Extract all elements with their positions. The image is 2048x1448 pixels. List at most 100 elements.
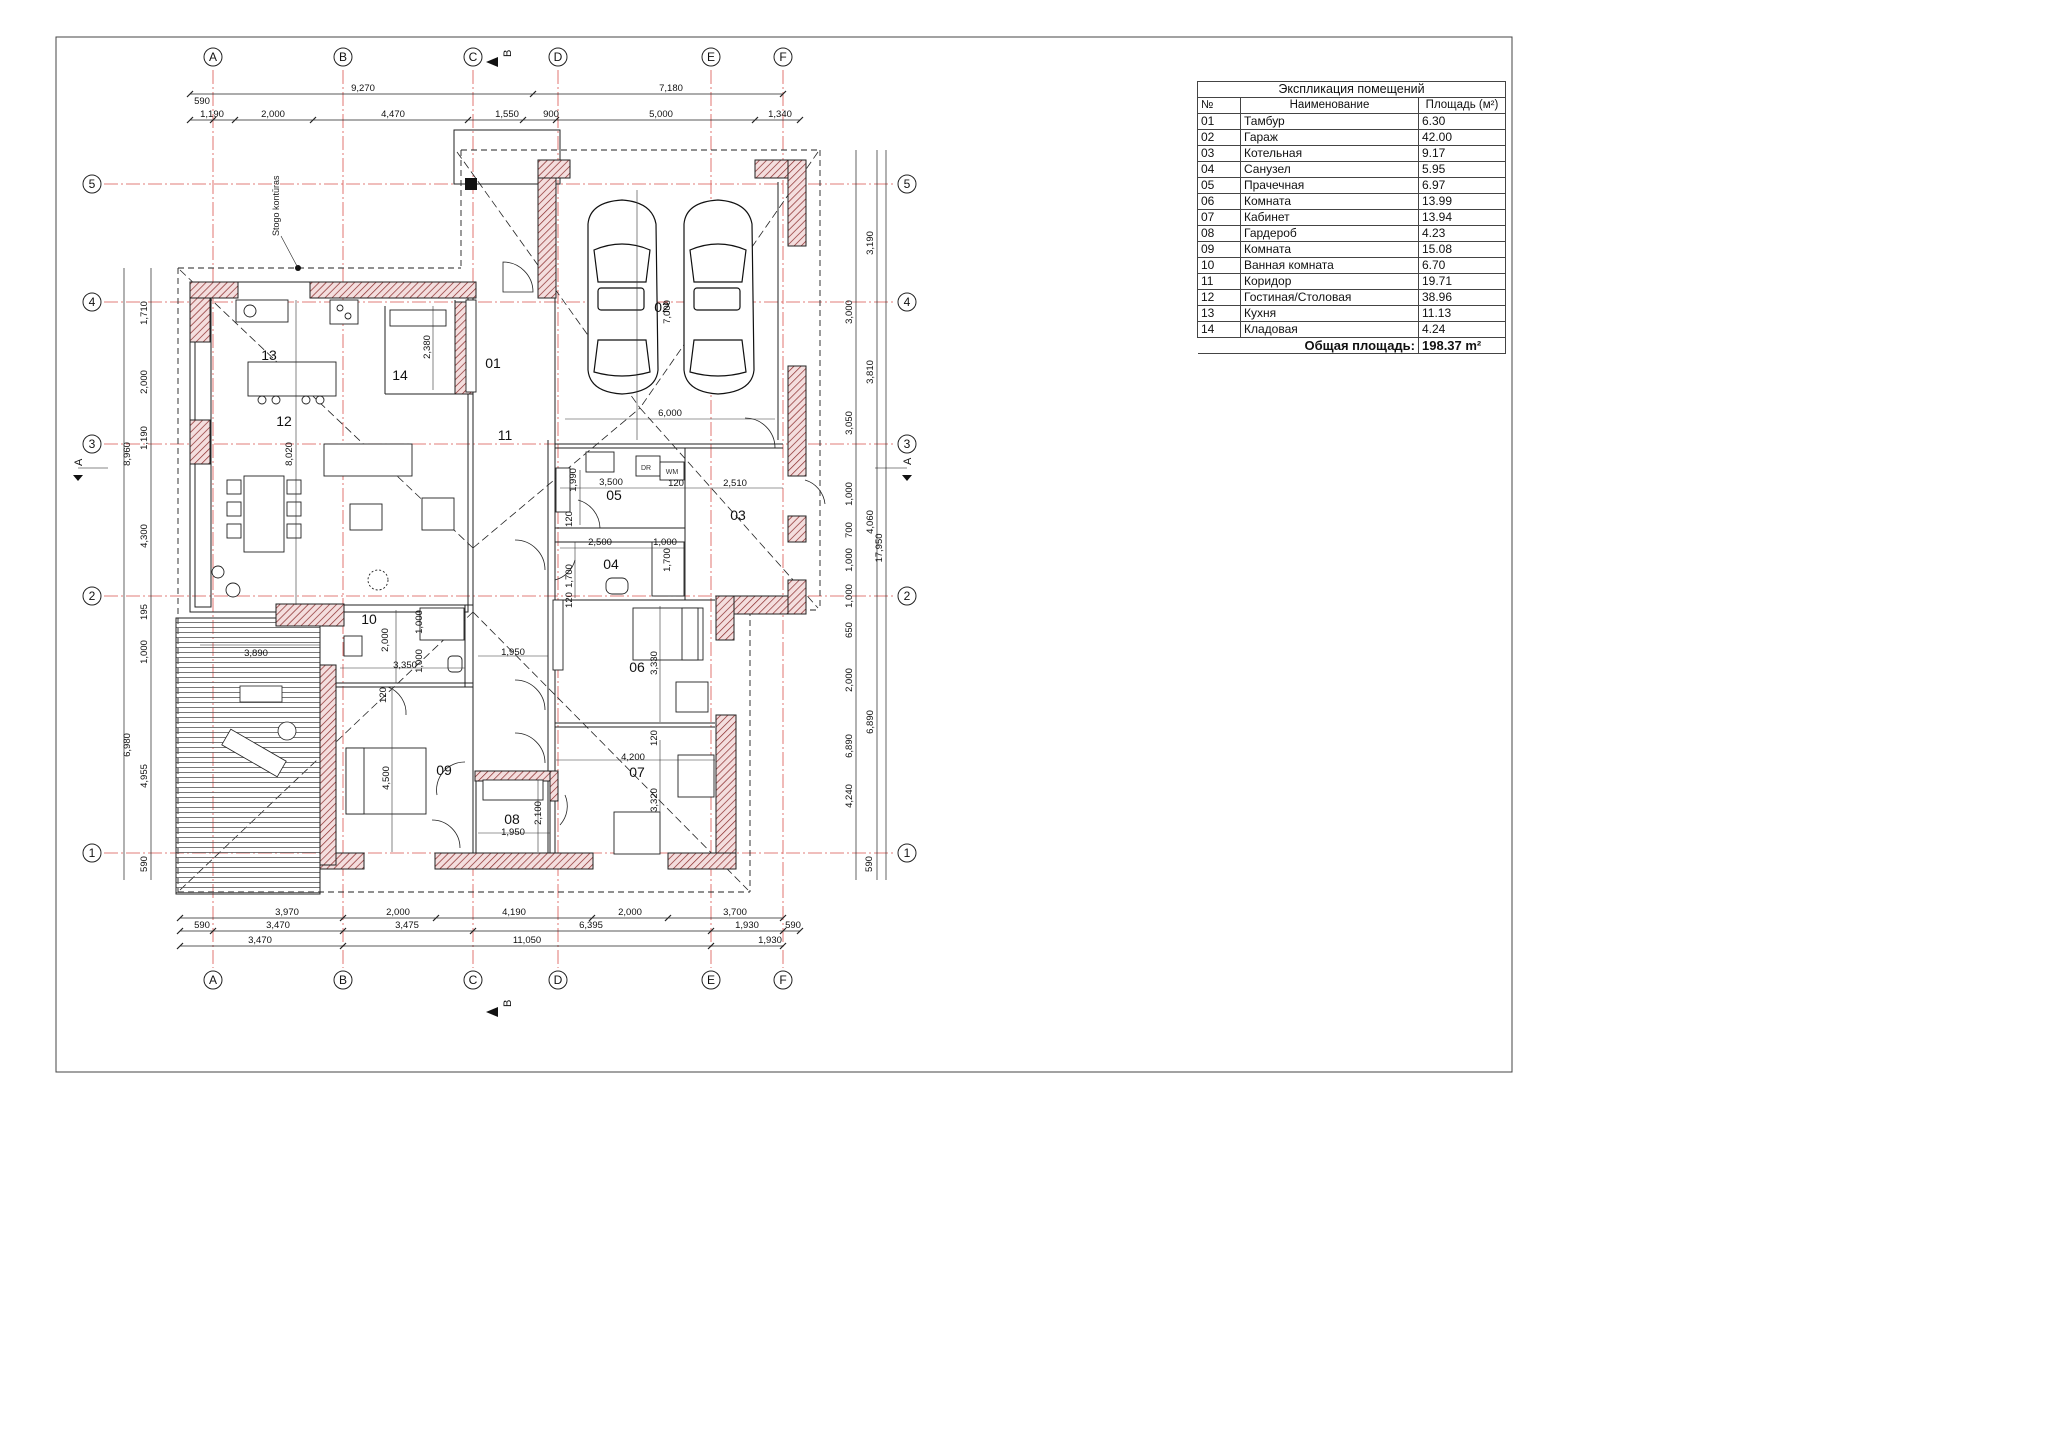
dim-06-height: 3,330 <box>649 651 660 675</box>
room-01-number: 01 <box>485 355 501 371</box>
explication-cell-num: 05 <box>1197 177 1241 194</box>
dim-10-c: 120 <box>378 687 389 703</box>
garage-cars <box>587 199 755 395</box>
dim-left-3: 1,190 <box>139 426 150 450</box>
explication-cell-num: 03 <box>1197 145 1241 162</box>
dim-garage-width: 6,000 <box>658 408 682 419</box>
explication-cell-name: Комната <box>1240 193 1419 210</box>
room-12-number: 12 <box>276 413 292 429</box>
axis-label-5-left: 5 <box>89 177 96 191</box>
explication-cell-area: 15.08 <box>1418 241 1506 258</box>
dim-05-height: 1,990 <box>568 468 579 492</box>
axis-label-d-top: D <box>554 50 563 64</box>
dim-right-1: 3,190 <box>865 231 876 255</box>
room-09-number: 09 <box>436 762 452 778</box>
axis-label-4-left: 4 <box>89 295 96 309</box>
roof-contour-label: Stogo kontūras <box>271 175 281 236</box>
dim-bottom-a4: 2,000 <box>618 907 642 918</box>
dim-right-4: 3,050 <box>844 411 855 435</box>
dim-bottom-b3: 6,395 <box>579 920 603 931</box>
explication-cell-area: 4.23 <box>1418 225 1506 242</box>
furniture <box>211 299 715 855</box>
explication-cell-area: 6.97 <box>1418 177 1506 194</box>
dim-top-1: 1,190 <box>200 109 224 120</box>
dim-right-11: 4,240 <box>844 784 855 808</box>
dim-right-3: 3,810 <box>865 360 876 384</box>
dim-10-height: 2,000 <box>380 628 391 652</box>
explication-cell-name: Ванная комната <box>1240 257 1419 274</box>
dim-right-2: 3,000 <box>844 300 855 324</box>
section-markers: B B A A <box>73 50 914 1017</box>
dim-bottom-b5: 590 <box>785 920 801 931</box>
bottom-dimensions: 3,970 2,000 4,190 2,000 3,700 590 3,470 … <box>194 907 801 946</box>
explication-cell-area: 38.96 <box>1418 289 1506 306</box>
explication-cell-area: 19.71 <box>1418 273 1506 290</box>
dim-top-0: 590 <box>194 96 210 107</box>
explication-cell-area: 6.30 <box>1418 113 1506 130</box>
dim-top-5: 900 <box>543 109 559 120</box>
dim-04-b: 1,000 <box>653 537 677 548</box>
room-14-number: 14 <box>392 367 408 383</box>
dim-07-height: 3,320 <box>649 788 660 812</box>
axis-label-4-right: 4 <box>904 295 911 309</box>
dim-corridor-1950: 1,950 <box>501 647 525 658</box>
dim-08-height: 2,100 <box>533 801 544 825</box>
dimension-lines <box>123 93 887 947</box>
explication-cell-num: 11 <box>1197 273 1241 290</box>
explication-cell-name: Котельная <box>1240 145 1419 162</box>
dim-top-6: 5,000 <box>649 109 673 120</box>
dim-top-overall-1: 9,270 <box>351 83 375 94</box>
room-06-number: 06 <box>629 659 645 675</box>
dim-bottom-a5: 3,700 <box>723 907 747 918</box>
dim-left-overall-2: 6,980 <box>122 733 133 757</box>
axis-label-d-bottom: D <box>554 973 563 987</box>
total-area-label: Общая площадь: <box>1197 337 1419 354</box>
dim-right-9: 650 <box>844 622 855 638</box>
room-05-number: 05 <box>606 487 622 503</box>
room-13-number: 13 <box>261 347 277 363</box>
axis-label-3-left: 3 <box>89 437 96 451</box>
explication-cell-num: 01 <box>1197 113 1241 130</box>
axis-label-2-right: 2 <box>904 589 911 603</box>
dim-09-height: 4,500 <box>381 766 392 790</box>
axis-label-1-left: 1 <box>89 846 96 860</box>
dim-garage-height: 7,000 <box>662 300 673 324</box>
room-04-number: 04 <box>603 556 619 572</box>
axis-label-e-bottom: E <box>707 973 715 987</box>
dim-10-width: 3,350 <box>393 660 417 671</box>
explication-cell-num: 06 <box>1197 193 1241 210</box>
dim-bottom-a3: 4,190 <box>502 907 526 918</box>
explication-cell-area: 13.99 <box>1418 193 1506 210</box>
masonry-walls <box>189 159 807 870</box>
explication-cell-name: Прачечная <box>1240 177 1419 194</box>
explication-title: Экспликация помещений <box>1197 81 1506 98</box>
explication-cell-area: 4.24 <box>1418 321 1506 338</box>
dim-top-3: 4,470 <box>381 109 405 120</box>
axis-label-a-bottom: A <box>209 973 217 987</box>
explication-cell-num: 02 <box>1197 129 1241 146</box>
dim-bottom-a1: 3,970 <box>275 907 299 918</box>
dim-03-width: 2,510 <box>723 478 747 489</box>
dimension-ticks <box>176 90 804 950</box>
room-10-number: 10 <box>361 611 377 627</box>
dim-right-overall-2: 6,890 <box>844 734 855 758</box>
explication-cell-num: 09 <box>1197 241 1241 258</box>
dim-left-6: 1,000 <box>139 640 150 664</box>
explication-cell-name: Комната <box>1240 241 1419 258</box>
axis-label-5-right: 5 <box>904 177 911 191</box>
axis-label-f-bottom: F <box>779 973 786 987</box>
explication-cell-name: Тамбур <box>1240 113 1419 130</box>
room-11-number: 11 <box>498 427 513 443</box>
explication-cell-num: 10 <box>1197 257 1241 274</box>
dim-right-12: 590 <box>864 856 875 872</box>
dim-left-8: 590 <box>139 856 150 872</box>
dim-right-8: 1,000 <box>844 584 855 608</box>
dim-10-b: 1,000 <box>414 649 425 673</box>
dim-right-overall-1: 4,060 <box>865 510 876 534</box>
explication-cell-name: Коридор <box>1240 273 1419 290</box>
